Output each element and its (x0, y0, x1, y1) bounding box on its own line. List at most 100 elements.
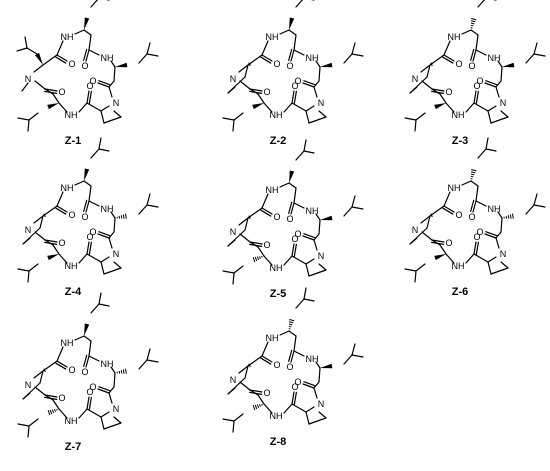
bond (249, 88, 263, 92)
bond (431, 90, 445, 94)
bond (302, 383, 315, 389)
compound-label: Z-4 (65, 286, 82, 298)
bond (429, 205, 445, 217)
bond (533, 193, 538, 206)
bond (22, 237, 31, 245)
hash-stroke (54, 409, 56, 412)
bond (443, 40, 451, 56)
bond (305, 258, 315, 265)
amide-nh: NH (266, 32, 279, 42)
carbonyl-o: O (476, 227, 483, 237)
amide-nh: NH (65, 416, 78, 426)
hash-stroke (47, 410, 51, 416)
bond (58, 102, 68, 113)
bond (439, 93, 447, 104)
hash-stroke (507, 215, 510, 219)
wedge-bond (34, 52, 43, 65)
bond (113, 110, 122, 118)
bond (279, 29, 290, 35)
bond (465, 253, 475, 264)
compound-label: Z-1 (65, 135, 82, 147)
bond (34, 80, 46, 90)
bond (222, 418, 235, 422)
bond (313, 387, 318, 399)
hash-stroke (511, 213, 514, 219)
bond (263, 403, 273, 414)
bond (318, 110, 327, 118)
hash-stroke (470, 171, 476, 174)
bond (233, 265, 244, 274)
hash-stroke (122, 369, 125, 374)
bond (113, 416, 122, 424)
amide-nh: NH (452, 261, 465, 271)
amide-n: N (500, 249, 507, 259)
bond (249, 243, 263, 247)
bond (100, 416, 105, 430)
bond (249, 90, 263, 94)
bond (98, 386, 111, 392)
bond (303, 287, 307, 300)
bond (52, 399, 60, 410)
bond (108, 237, 113, 249)
bond (313, 233, 320, 241)
bond (85, 49, 90, 62)
bond (108, 86, 113, 98)
bond (279, 330, 290, 336)
bond (525, 204, 535, 215)
carbonyl-o: O (273, 212, 280, 222)
bond (283, 102, 293, 113)
hash-stroke (470, 175, 474, 178)
bond (146, 53, 159, 57)
compound-label: Z-5 (270, 288, 287, 300)
bond (351, 354, 364, 358)
bond (500, 66, 503, 82)
bond (487, 256, 497, 263)
bond (88, 34, 92, 51)
bond (291, 255, 307, 265)
bond (414, 119, 417, 132)
bond (426, 64, 431, 78)
bond (293, 391, 297, 405)
bond (308, 417, 327, 425)
bond (313, 80, 320, 88)
bond (303, 381, 316, 387)
bond (431, 239, 445, 243)
bond (415, 112, 426, 121)
bond (146, 193, 151, 206)
bond (113, 261, 122, 269)
bond (426, 215, 431, 229)
bond (83, 180, 92, 187)
bond (318, 263, 327, 271)
bond (98, 231, 111, 237)
amide-nh: NH (101, 204, 114, 214)
carbonyl-o: O (455, 59, 462, 69)
bond (290, 202, 295, 215)
bond (404, 117, 417, 121)
bond (58, 253, 68, 264)
bond (44, 394, 58, 398)
compound-label: Z-7 (65, 441, 82, 453)
bond (484, 82, 497, 88)
bond (28, 112, 39, 121)
bond (293, 49, 305, 56)
bond (533, 42, 538, 55)
wedge-bond (434, 254, 446, 261)
bond (497, 211, 503, 219)
compound-label: Z-6 (452, 286, 469, 298)
bond (305, 110, 310, 124)
bond (98, 137, 102, 150)
bond (227, 239, 236, 247)
bond (244, 217, 249, 231)
bond (477, 148, 487, 159)
amide-n: N (412, 74, 419, 84)
bond (343, 354, 353, 365)
bond (475, 200, 487, 207)
bond (443, 205, 455, 213)
hash-stroke (470, 24, 474, 27)
